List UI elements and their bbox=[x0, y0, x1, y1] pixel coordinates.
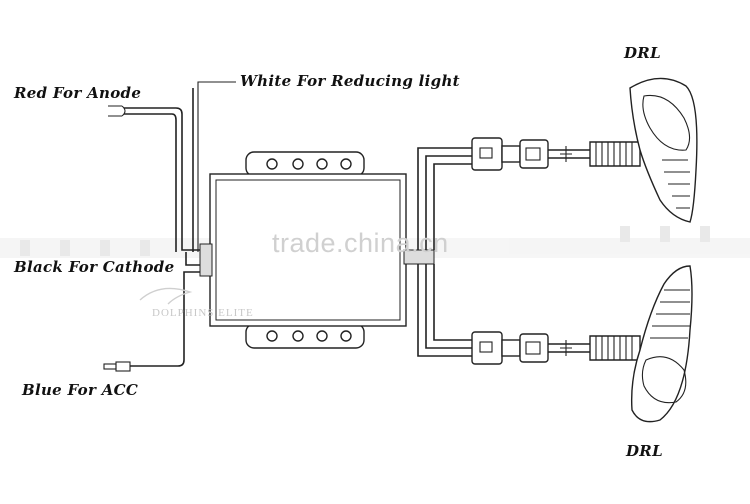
drl-lamp-top bbox=[629, 77, 698, 223]
right-wiring-top bbox=[417, 147, 472, 250]
top-connector bbox=[471, 137, 641, 171]
watermark-site: trade.china.cn bbox=[272, 228, 449, 258]
red-anode-wire bbox=[108, 105, 210, 252]
bottom-connector bbox=[471, 331, 641, 365]
control-module bbox=[199, 151, 435, 349]
label-blue-acc: Blue For ACC bbox=[21, 381, 138, 399]
drl-lamp-bottom bbox=[630, 265, 693, 423]
blue-acc-wire bbox=[103, 271, 210, 372]
white-reducing-wire bbox=[192, 81, 236, 252]
watermark-logo-text: DOLPHINS ELITE bbox=[152, 307, 254, 319]
right-wiring-bottom bbox=[417, 264, 472, 357]
label-drl-top: DRL bbox=[623, 44, 661, 62]
label-red-anode: Red For Anode bbox=[13, 84, 141, 102]
label-drl-bottom: DRL bbox=[625, 442, 663, 460]
label-black-cathode: Black For Cathode bbox=[13, 258, 174, 276]
watermark-logo: DOLPHINS ELITE bbox=[139, 287, 254, 319]
label-white-reducing: White For Reducing light bbox=[240, 72, 460, 90]
